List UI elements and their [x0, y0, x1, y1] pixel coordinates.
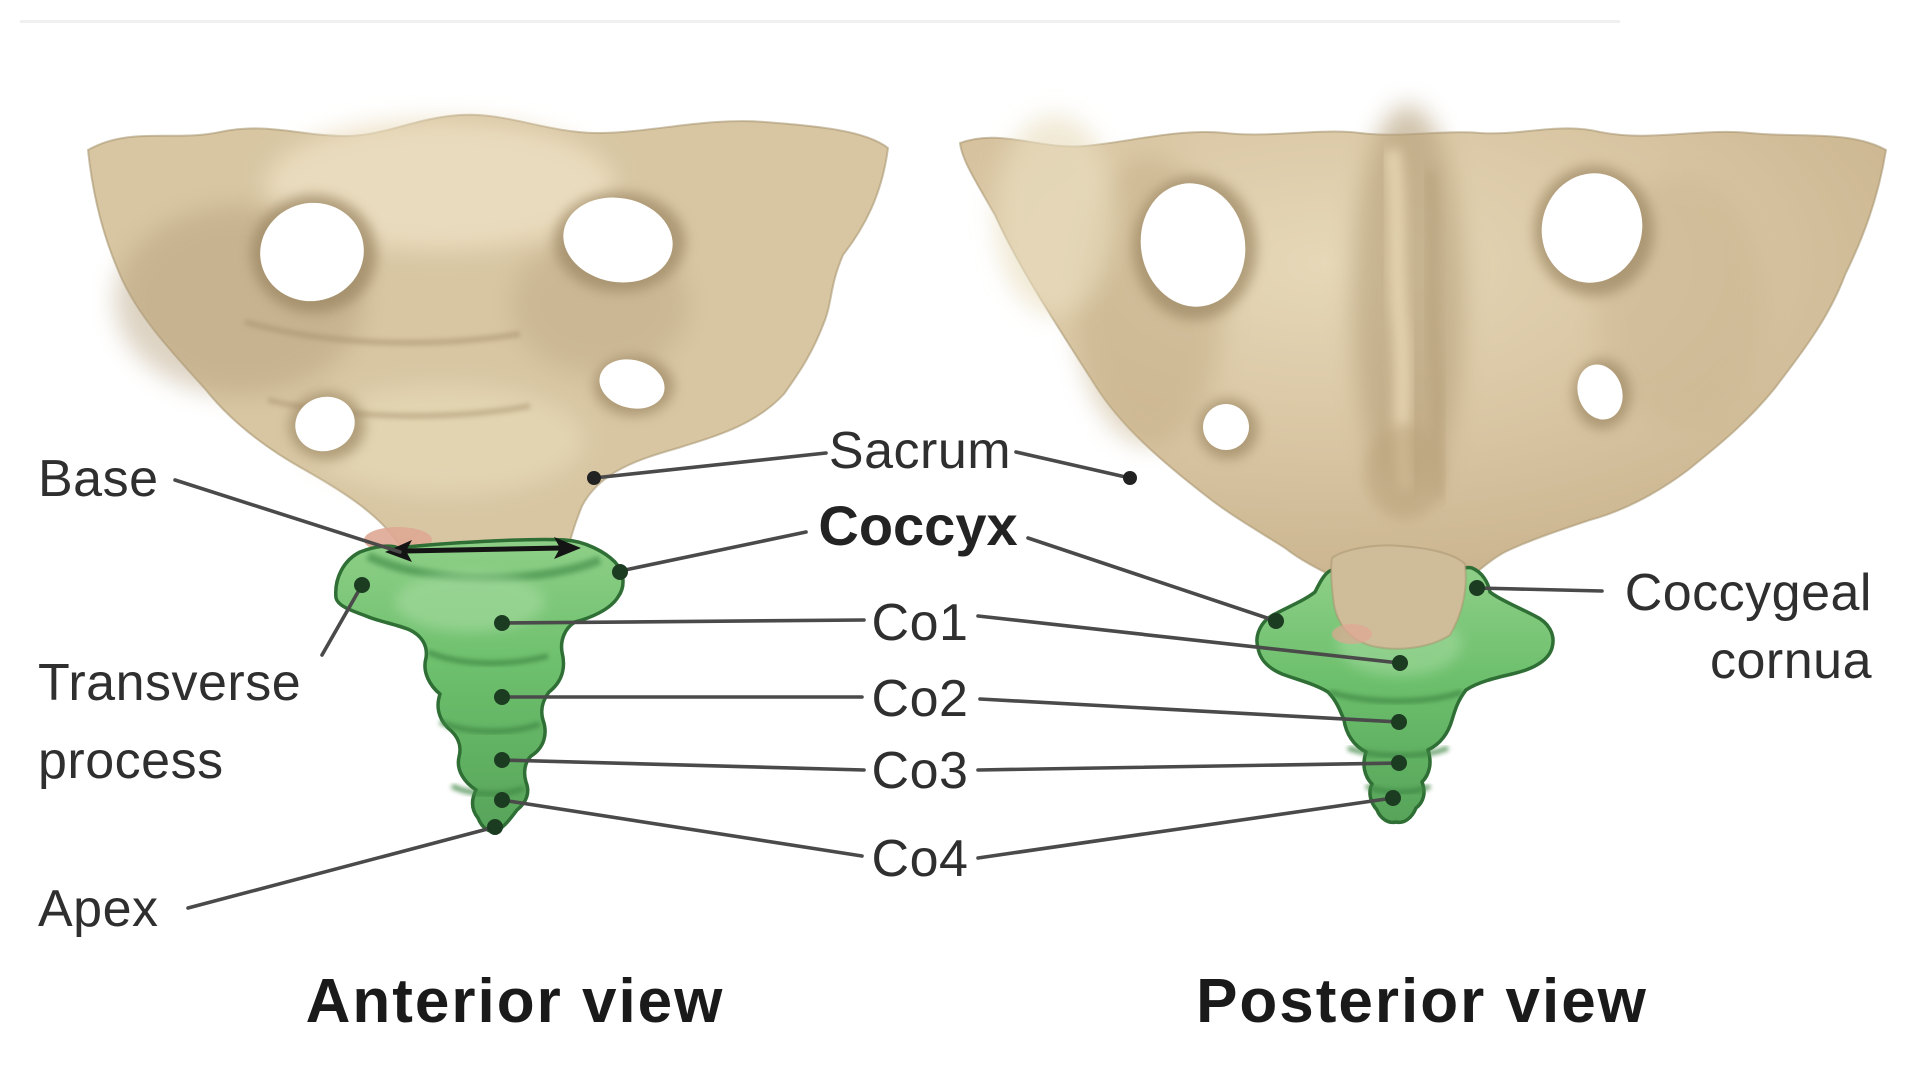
leader-line-co3-left — [500, 758, 866, 772]
posterior-foramen-upper-left — [1133, 176, 1257, 320]
leader-line-sacrum-right — [1014, 450, 1132, 480]
anterior-foramen-lower-right — [594, 356, 674, 416]
dot-co1-posterior — [1392, 655, 1408, 671]
label-transverse-line2: process — [38, 732, 224, 790]
posterior-coccyx-crease-3 — [1365, 783, 1432, 795]
leader-line-co1-right — [976, 614, 1402, 665]
label-co2: Co2 — [872, 670, 969, 728]
leader-line-co4-right — [976, 796, 1395, 860]
anterior-coccyx-highlight — [395, 572, 545, 632]
leader-line-coccyx-left — [623, 530, 808, 572]
marker-dots — [354, 471, 1485, 835]
dot-co1-anterior — [494, 615, 510, 631]
posterior-sacrum-highlight-left — [995, 115, 1115, 315]
dot-sacrum-posterior — [1123, 471, 1137, 485]
posterior-view-figure — [958, 105, 1888, 825]
label-coccygeal-line2: cornua — [1710, 632, 1872, 690]
label-base: Base — [38, 450, 159, 508]
label-sacrum: Sacrum — [829, 422, 1011, 480]
leader-line-coccyx-right — [1026, 536, 1278, 623]
dot-sacrum-anterior — [587, 471, 601, 485]
dot-co3-posterior — [1391, 755, 1407, 771]
label-coccyx: Coccyx — [818, 494, 1017, 557]
posterior-foramen-lower-left — [1198, 399, 1258, 459]
posterior-coccyx-crease-1 — [1329, 689, 1463, 704]
dot-coccygeal-cornua — [1469, 580, 1485, 596]
dot-co4-anterior — [494, 792, 510, 808]
leader-line-transverse-process — [320, 583, 364, 657]
leader-line-sacrum-left — [592, 451, 828, 480]
leader-line-coccygeal-cornua — [1475, 586, 1604, 593]
dot-co2-posterior — [1391, 714, 1407, 730]
anterior-foramen-upper-right — [554, 192, 686, 292]
posterior-disc-hint — [1332, 624, 1372, 644]
anterior-view-figure — [86, 113, 890, 833]
anterior-foramen-lower-left — [289, 392, 365, 460]
anterior-sacrum-ridge-1 — [244, 319, 521, 346]
dot-apex — [487, 819, 503, 835]
label-apex: Apex — [38, 880, 159, 938]
anterior-coccyx-crease-1 — [426, 649, 549, 666]
dot-co3-anterior — [494, 752, 510, 768]
dot-co2-anterior — [494, 689, 510, 705]
label-co1: Co1 — [872, 594, 969, 652]
anterior-coccyx-crease-3 — [450, 783, 526, 797]
leader-line-co3-right — [976, 761, 1401, 772]
anterior-foramen-upper-left — [251, 195, 377, 313]
leader-line-co2-right — [978, 697, 1401, 724]
leader-line-apex — [186, 825, 497, 910]
posterior-foramen-upper-right — [1534, 166, 1654, 296]
caption-anterior-view: Anterior view — [306, 967, 725, 1036]
dot-coccyx-posterior — [1268, 613, 1284, 629]
label-coccygeal-line1: Coccygeal — [1625, 564, 1872, 622]
top-edge-artifact — [20, 20, 1620, 23]
label-co3: Co3 — [872, 742, 969, 800]
sacral-hiatus-shadow — [1365, 424, 1445, 520]
sacral-apex-patch — [1330, 544, 1467, 650]
labels: Base Transverse process Apex Sacrum Cocc… — [38, 422, 1872, 1036]
posterior-foramen-lower-right — [1573, 359, 1631, 429]
leader-line-co1-left — [500, 618, 866, 625]
leader-line-co4-left — [500, 798, 864, 858]
caption-posterior-view: Posterior view — [1196, 967, 1648, 1036]
leader-lines — [173, 450, 1604, 910]
dot-coccyx-anterior — [612, 564, 628, 580]
label-co4: Co4 — [872, 830, 969, 888]
leader-line-base — [173, 478, 402, 554]
dot-transverse-process — [354, 577, 370, 593]
anterior-coccyx-crease-2 — [439, 719, 541, 734]
label-transverse-line1: Transverse — [38, 654, 301, 712]
dot-co4-posterior — [1385, 790, 1401, 806]
